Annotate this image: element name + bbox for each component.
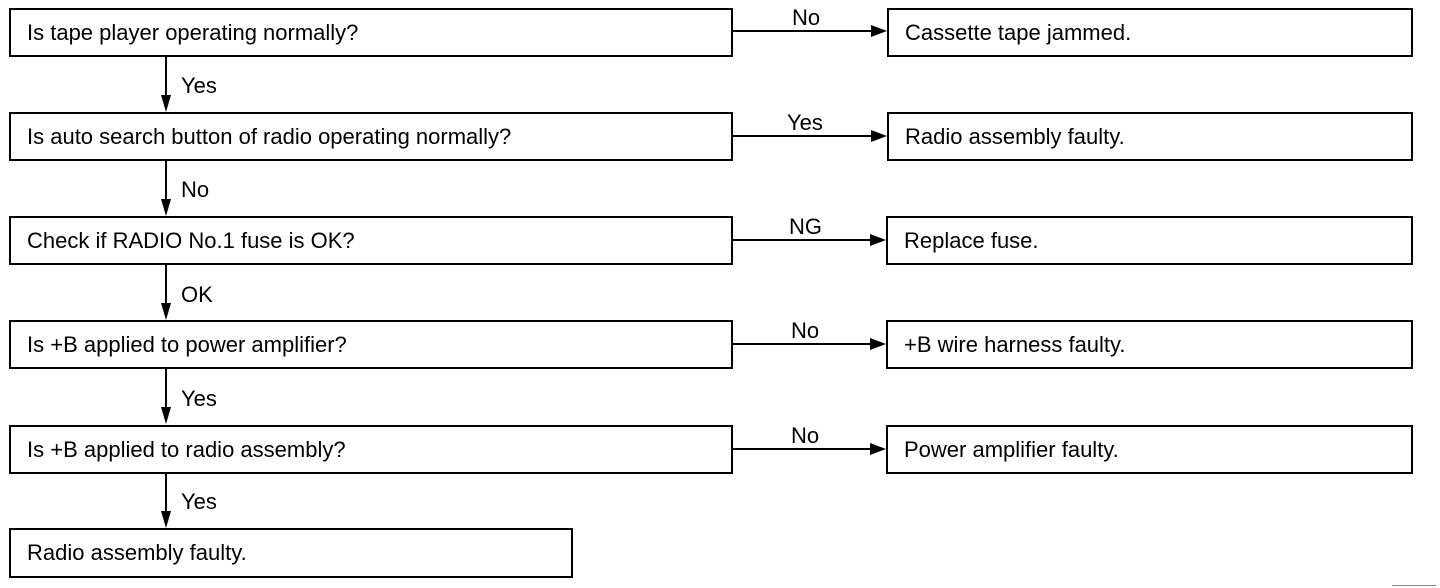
result-text: Power amplifier faulty. <box>904 436 1119 462</box>
question-box-4: Is +B applied to power amplifier? <box>9 320 733 369</box>
final-result-box: Radio assembly faulty. <box>9 528 573 578</box>
result-text: Radio assembly faulty. <box>905 123 1125 149</box>
corner-mark <box>1392 585 1436 586</box>
flow-label-5: Yes <box>181 489 217 514</box>
result-text: Cassette tape jammed. <box>905 19 1132 45</box>
flow-arrowhead-5 <box>161 511 171 528</box>
branch-arrowhead-4 <box>870 338 886 350</box>
branch-label-2: Yes <box>787 110 823 135</box>
branch-label-3: NG <box>789 214 822 239</box>
question-box-2: Is auto search button of radio operating… <box>9 112 733 161</box>
question-box-1: Is tape player operating normally? <box>9 8 733 57</box>
flow-label-4: Yes <box>181 386 217 411</box>
branch-arrowhead-1 <box>871 25 887 37</box>
question-box-5: Is +B applied to radio assembly? <box>9 425 733 474</box>
question-text: Is tape player operating normally? <box>27 19 359 45</box>
question-text: Is +B applied to radio assembly? <box>27 436 346 462</box>
question-text: Is auto search button of radio operating… <box>27 123 512 149</box>
result-box-2: Radio assembly faulty. <box>887 112 1413 161</box>
result-box-3: Replace fuse. <box>886 216 1413 265</box>
flow-arrowhead-1 <box>161 95 171 112</box>
result-box-1: Cassette tape jammed. <box>887 8 1413 57</box>
result-text: Replace fuse. <box>904 227 1039 253</box>
result-text: +B wire harness faulty. <box>904 331 1126 357</box>
question-text: Check if RADIO No.1 fuse is OK? <box>27 227 355 253</box>
branch-arrowhead-2 <box>871 130 887 142</box>
flow-label-3: OK <box>181 282 213 307</box>
result-box-4: +B wire harness faulty. <box>886 320 1413 369</box>
flow-label-1: Yes <box>181 73 217 98</box>
branch-label-1: No <box>792 5 821 30</box>
flow-arrowhead-3 <box>161 303 171 320</box>
branch-arrowhead-5 <box>870 443 886 455</box>
flow-arrowhead-2 <box>161 199 171 216</box>
flow-label-2: No <box>181 177 210 202</box>
flow-arrowhead-4 <box>161 407 171 424</box>
branch-arrowhead-3 <box>870 234 886 246</box>
branch-label-4: No <box>791 318 820 343</box>
question-box-3: Check if RADIO No.1 fuse is OK? <box>9 216 733 265</box>
final-result-text: Radio assembly faulty. <box>27 540 247 565</box>
branch-label-5: No <box>791 423 820 448</box>
result-box-5: Power amplifier faulty. <box>886 425 1413 474</box>
question-text: Is +B applied to power amplifier? <box>27 331 347 357</box>
